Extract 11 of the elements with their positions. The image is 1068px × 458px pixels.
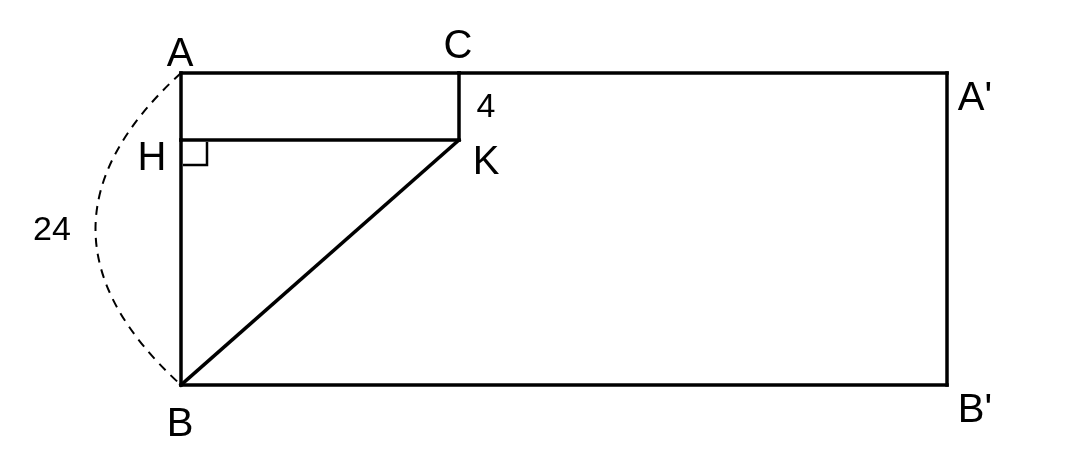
- point-label: A: [166, 32, 194, 72]
- point-label: C: [443, 24, 473, 64]
- dimension-label: 4: [476, 85, 496, 125]
- line-segment: [457, 71, 461, 142]
- point-label: B: [166, 402, 194, 442]
- point-label: K: [472, 140, 500, 180]
- point-label: H: [137, 136, 167, 176]
- point-label: A': [957, 76, 993, 116]
- dimension-label: 24: [33, 208, 71, 248]
- point-label: B': [957, 388, 993, 428]
- line-segment: [179, 138, 461, 387]
